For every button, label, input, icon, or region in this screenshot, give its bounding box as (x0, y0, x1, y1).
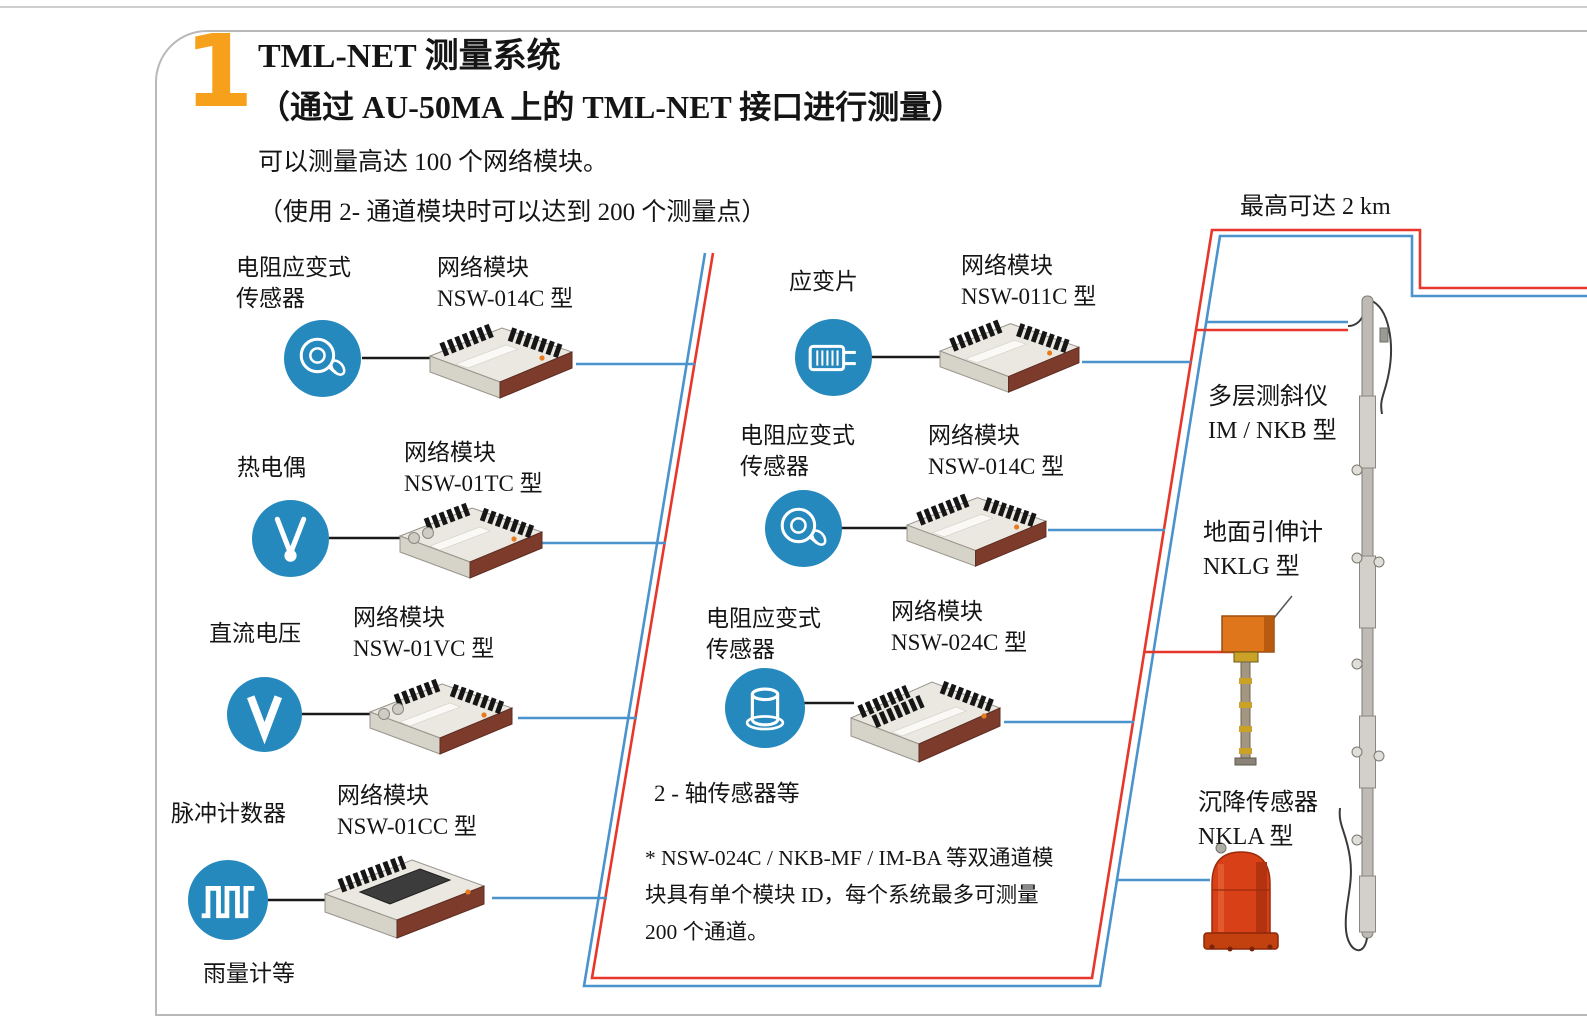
sensor-icon-circle (188, 860, 268, 940)
section-border (155, 30, 1587, 1016)
module-label-line: NSW-01CC 型 (337, 814, 477, 839)
footnote-line: 块具有单个模块 ID，每个系统最多可测量 (645, 883, 1039, 907)
sensor-label: 应变片 (789, 266, 858, 297)
sensor-label-line: 电阻应变式 (740, 423, 855, 448)
inclinometer-probe-illustration (1338, 295, 1392, 952)
sensor-icon-circle (252, 500, 329, 577)
module-label-line: NSW-01TC 型 (404, 471, 543, 496)
module-label-line: 网络模块 (928, 423, 1020, 448)
sensor-footer-label: 雨量计等 (203, 961, 295, 986)
module-label-line: NSW-014C 型 (928, 454, 1065, 479)
device-label-line: NKLA 型 (1198, 824, 1294, 850)
network-module-illustration (320, 838, 490, 961)
device-label-line: 地面引伸计 (1203, 520, 1323, 546)
device-label-inclinometer: 多层测斜仪 IM / NKB 型 (1208, 380, 1337, 448)
device-label-extensometer: 地面引伸计 NKLG 型 (1203, 516, 1323, 584)
sensor-leads (268, 355, 942, 902)
pulse-counter-icon (201, 886, 255, 919)
sensor-label-line: 传感器 (706, 637, 775, 662)
network-module-illustration (903, 484, 1050, 579)
sensor-icon-circle (284, 320, 361, 397)
cable-blue-bus (582, 234, 1587, 988)
module-label: 网络模块 NSW-01VC 型 (353, 602, 494, 664)
sensor-icon-circle (227, 677, 302, 752)
module-label-line: NSW-011C 型 (961, 284, 1097, 309)
thermocouple-icon (274, 516, 307, 562)
footnote: * NSW-024C / NKB-MF / IM-BA 等双通道模 块具有单个模… (645, 840, 1054, 951)
sensor-label: 热电偶 (237, 452, 306, 483)
sensor-label-line: 电阻应变式 (236, 255, 351, 280)
page-title-sub: （通过 AU-50MA 上的 TML-NET 接口进行测量） (258, 89, 964, 125)
sensor-label-line: 电阻应变式 (706, 606, 821, 631)
sensor-label-line: 热电偶 (237, 455, 306, 480)
module-label-line: 网络模块 (437, 255, 529, 280)
module-label: 网络模块 NSW-024C 型 (891, 596, 1027, 658)
sensor-label-line: 直流电压 (209, 621, 301, 646)
description-line2: （使用 2- 通道模块时可以达到 200 个测量点） (258, 199, 767, 226)
device-label-line: 沉降传感器 (1198, 790, 1318, 816)
module-label-line: NSW-014C 型 (437, 286, 574, 311)
module-label-line: 网络模块 (353, 605, 445, 630)
strain-gauge-icon (808, 344, 856, 372)
section-number: 1 (184, 13, 254, 130)
sensor-label-line: 传感器 (740, 454, 809, 479)
sensor-icon-circle (765, 490, 842, 567)
network-module-illustration (366, 670, 516, 767)
module-label-line: 网络模块 (337, 783, 429, 808)
network-module-illustration (846, 656, 1006, 787)
module-label: 网络模块 NSW-01CC 型 (337, 780, 477, 842)
dc-voltage-icon (246, 695, 283, 745)
page-top-border (0, 6, 1587, 8)
max-distance-label: 最高可达 2 km (1240, 194, 1391, 220)
transducer-icon (745, 687, 785, 731)
module-label: 网络模块 NSW-01TC 型 (404, 437, 543, 499)
module-connectors (492, 360, 1191, 900)
network-module-illustration (396, 494, 546, 591)
network-module-illustration (426, 314, 576, 411)
module-label-line: 网络模块 (891, 599, 983, 624)
sensor-label-line: 脉冲计数器 (171, 801, 286, 826)
sensor-label: 电阻应变式 传感器 (740, 420, 855, 482)
sensor-icon-circle (725, 668, 805, 748)
footnote-line: * NSW-024C / NKB-MF / IM-BA 等双通道模 (645, 846, 1054, 870)
device-label-line: IM / NKB 型 (1208, 418, 1337, 444)
footnote-line: 200 个通道。 (645, 920, 769, 944)
sensor-label: 脉冲计数器 (171, 798, 286, 829)
module-label-line: 网络模块 (404, 440, 496, 465)
device-label-line: NKLG 型 (1203, 554, 1300, 580)
sensor-label: 电阻应变式 传感器 (236, 252, 351, 314)
load-cell-icon (780, 507, 827, 546)
module-label: 网络模块 NSW-014C 型 (928, 420, 1064, 482)
module-label-line: 网络模块 (961, 253, 1053, 278)
sensor-label: 电阻应变式 传感器 (706, 603, 821, 665)
sensor-icon-circle (795, 319, 872, 396)
module-label: 网络模块 NSW-011C 型 (961, 250, 1096, 312)
module-label: 网络模块 NSW-014C 型 (437, 252, 573, 314)
load-cell-icon (299, 337, 346, 376)
settlement-sensor-illustration (1203, 842, 1279, 952)
page-title: TML-NET 测量系统 (258, 38, 561, 75)
cable-red-bus (590, 228, 1587, 980)
sensor-footer-label: 2 - 轴传感器等 (654, 781, 800, 806)
module-label-line: NSW-024C 型 (891, 630, 1028, 655)
module-label-line: NSW-01VC 型 (353, 636, 495, 661)
sensor-label-line: 应变片 (789, 269, 858, 294)
device-label-settlement: 沉降传感器 NKLA 型 (1198, 786, 1318, 854)
network-module-illustration (936, 310, 1083, 405)
sensor-label: 直流电压 (209, 618, 301, 649)
description-line1: 可以测量高达 100 个网络模块。 (258, 149, 609, 176)
device-label-line: 多层测斜仪 (1208, 384, 1328, 410)
extensometer-illustration (1221, 595, 1293, 766)
sensor-label-line: 传感器 (236, 286, 305, 311)
